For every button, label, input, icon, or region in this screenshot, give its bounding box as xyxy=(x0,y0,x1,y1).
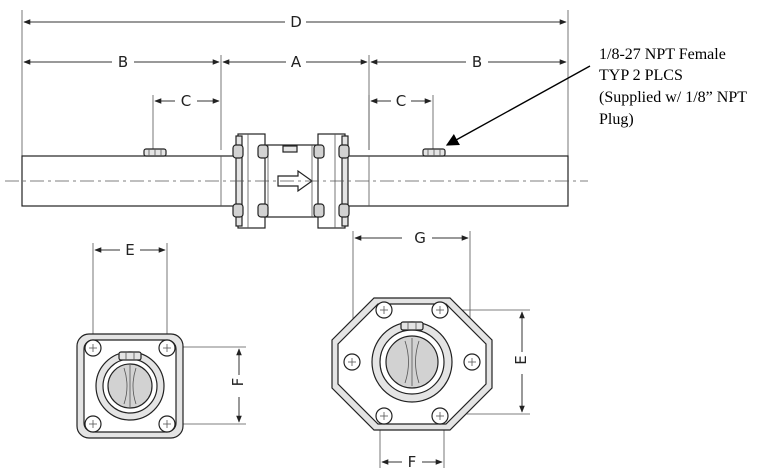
dimension-label-f-right: F xyxy=(408,453,417,471)
end-view-square-flange: E F xyxy=(76,241,247,439)
dimension-b-right: B xyxy=(370,53,567,71)
dimension-b-left: B xyxy=(23,53,220,71)
note-line-4: Plug) xyxy=(599,111,634,128)
dimension-label-d: D xyxy=(290,13,302,31)
side-elevation-view: D B A B C C xyxy=(5,10,588,229)
end-view-hex-flange: G E F xyxy=(331,229,530,471)
npt-port-left xyxy=(143,148,167,157)
flow-direction-arrow xyxy=(277,169,314,193)
dimension-c-right: C xyxy=(370,92,432,110)
leader-arrow xyxy=(445,65,591,146)
dimension-c-left: C xyxy=(154,92,220,110)
npt-port-right xyxy=(422,148,446,157)
note-line-1: 1/8-27 NPT Female xyxy=(599,46,726,63)
dimension-label-b-right: B xyxy=(472,53,482,71)
dimension-label-c-right: C xyxy=(396,92,406,110)
dimension-label-f-left: F xyxy=(229,378,247,387)
note-line-2: TYP 2 PLCS xyxy=(599,67,683,84)
dimension-label-g: G xyxy=(414,229,426,247)
dimension-label-e-right: E xyxy=(512,355,530,364)
note-line-3: (Supplied w/ 1/8” NPT xyxy=(599,89,747,106)
hex-bolt-holes xyxy=(343,301,481,425)
dimension-label-a: A xyxy=(291,53,302,71)
dimension-a: A xyxy=(222,53,368,71)
dimension-label-c-left: C xyxy=(181,92,191,110)
dimension-d: D xyxy=(23,13,567,31)
dimension-label-e-left: E xyxy=(125,241,134,259)
dimension-label-b-left: B xyxy=(118,53,128,71)
npt-note: 1/8-27 NPT Female TYP 2 PLCS (Supplied w… xyxy=(445,46,747,146)
bolt-holes xyxy=(84,339,176,433)
